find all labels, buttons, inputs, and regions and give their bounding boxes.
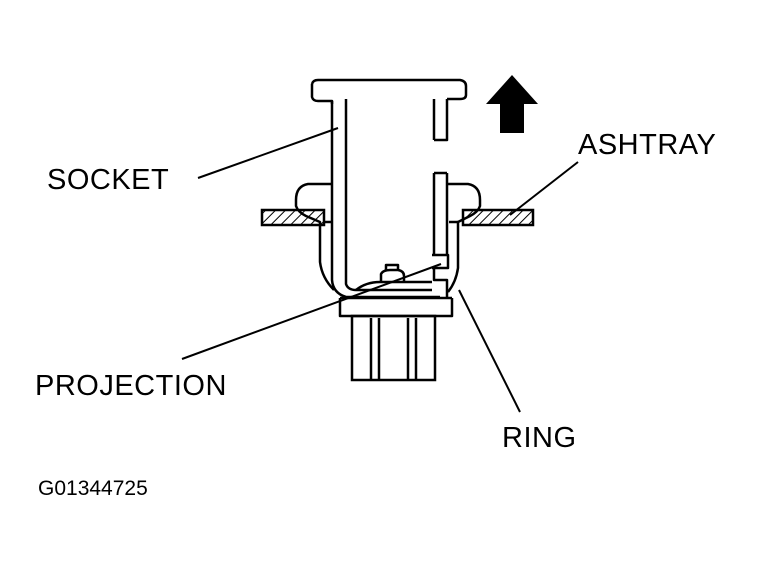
projection-label: PROJECTION [35, 370, 227, 402]
ring-part [294, 182, 482, 293]
ashtray-panel [260, 208, 535, 227]
figure-code: G01344725 [38, 477, 148, 500]
projection-leader [181, 263, 442, 360]
ring-leader [458, 289, 521, 413]
socket-label: SOCKET [47, 164, 170, 196]
ashtray-label: ASHTRAY [578, 129, 717, 161]
ring-label: RING [502, 422, 577, 454]
socket-body [310, 78, 468, 318]
leader-lines [181, 127, 579, 413]
ashtray-leader [509, 161, 579, 216]
up-arrow-icon [486, 75, 538, 133]
terminal-plug [350, 314, 437, 382]
socket-leader [197, 127, 339, 179]
